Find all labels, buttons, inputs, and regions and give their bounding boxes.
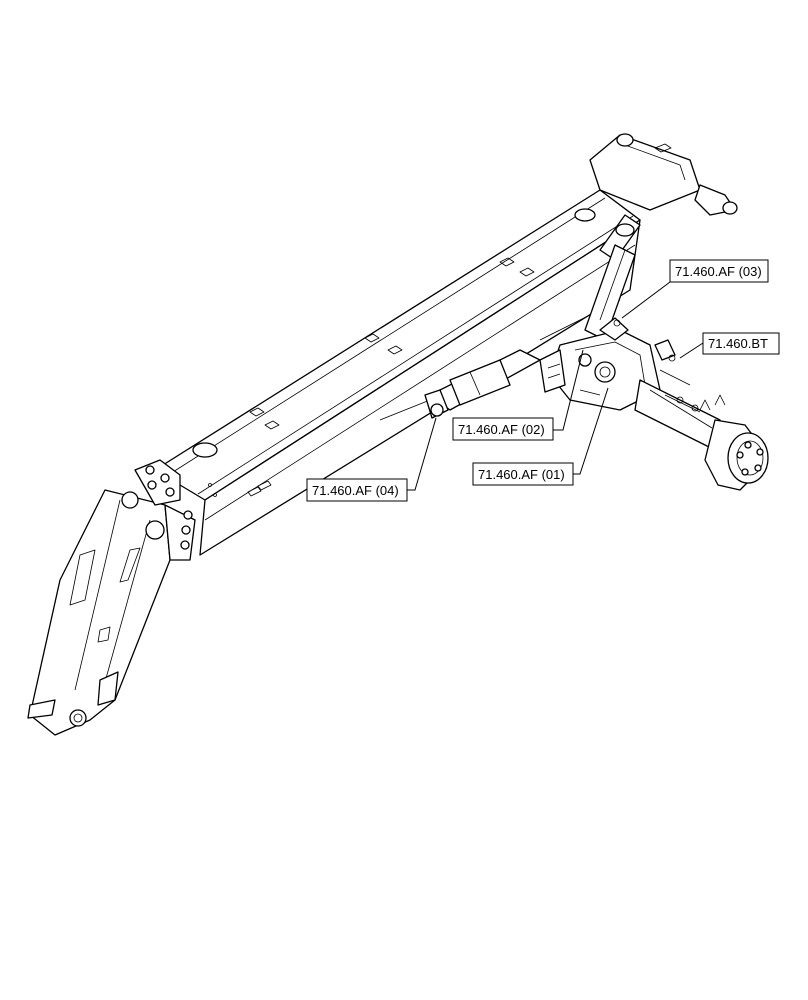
- lift-cylinder: [584, 214, 641, 341]
- callout-af03[interactable]: 71.460.AF (03): [621, 259, 769, 319]
- callout-label: 71.460.AF (03): [675, 264, 762, 279]
- leader-line: [407, 417, 437, 491]
- boom-arm: [27, 133, 738, 736]
- callout-label: 71.460.AF (01): [478, 467, 565, 482]
- callout-af02[interactable]: 71.460.AF (02): [452, 349, 584, 441]
- callout-label: 71.460.BT: [708, 336, 768, 351]
- callout-label: 71.460.AF (02): [458, 422, 545, 437]
- callout-af04[interactable]: 71.460.AF (04): [306, 417, 437, 502]
- callout-label: 71.460.AF (04): [312, 483, 399, 498]
- leader-line: [553, 349, 584, 431]
- axle-assembly: [539, 317, 769, 491]
- callout-af01[interactable]: 71.460.AF (01): [472, 387, 609, 486]
- callout-bt[interactable]: 71.460.BT: [679, 332, 780, 359]
- leader-line: [573, 387, 609, 475]
- leader-line: [679, 342, 704, 359]
- leader-line: [621, 281, 671, 319]
